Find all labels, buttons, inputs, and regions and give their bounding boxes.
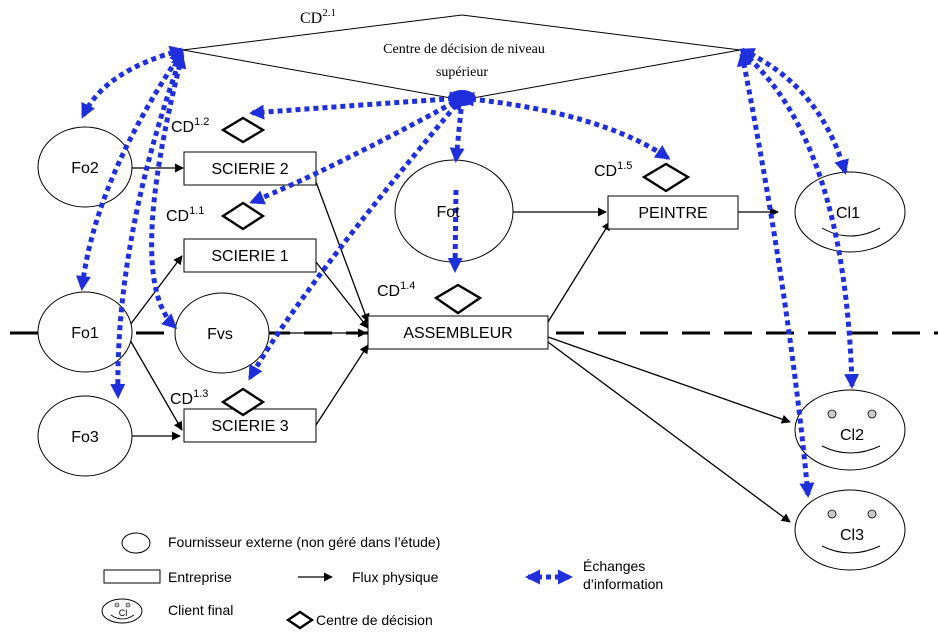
fo2-label: Fo2 xyxy=(71,160,99,177)
legend-info-text-1: Échanges xyxy=(583,558,645,574)
legend-client-text: Client final xyxy=(168,602,233,618)
legend-flow-text: Flux physique xyxy=(352,569,439,585)
cd13-label: CD1.3 xyxy=(170,388,208,408)
legend-client-icon xyxy=(101,598,143,624)
fot-label: Fot xyxy=(436,204,460,221)
legend-supplier-icon xyxy=(121,532,151,554)
fo3-label: Fo3 xyxy=(71,429,99,446)
information-exchanges xyxy=(75,45,860,498)
decision-diamond-cd14 xyxy=(433,283,483,315)
top-center-title-line1: Centre de décision de niveau xyxy=(383,42,545,57)
fvs-label: Fvs xyxy=(207,326,233,343)
scierie1-label: SCIERIE 1 xyxy=(211,248,288,265)
legend-supplier-text: Fournisseur externe (non géré dans l’étu… xyxy=(168,534,440,550)
top-cd-label: CD2.1 xyxy=(300,7,336,27)
cd12-label: CD1.2 xyxy=(171,116,209,136)
scierie3-label: SCIERIE 3 xyxy=(211,418,288,435)
legend-decision-text: Centre de décision xyxy=(316,612,433,628)
cd11-label: CD1.1 xyxy=(166,205,204,225)
legend: Fournisseur externe (non géré dans l’étu… xyxy=(101,532,663,630)
scierie2-label: SCIERIE 2 xyxy=(211,161,288,178)
assembleur-label: ASSEMBLEUR xyxy=(403,325,512,342)
legend-company-text: Entreprise xyxy=(168,569,232,585)
top-center-title-line2: supérieur xyxy=(436,65,488,80)
fo1-label: Fo1 xyxy=(71,325,99,342)
decision-diamond-cd13 xyxy=(220,387,266,417)
cd14-label: CD1.4 xyxy=(377,280,415,300)
cl2-label: Cl2 xyxy=(840,427,864,444)
decision-diamond-cd11 xyxy=(220,201,266,231)
supplier-fo3 xyxy=(37,395,133,477)
legend-decision-icon xyxy=(285,610,315,630)
legend-info-text-2: d’information xyxy=(583,576,663,592)
decision-diamond-cd15 xyxy=(641,162,691,193)
client-cl3 xyxy=(794,489,906,571)
cl1-label: Cl1 xyxy=(836,205,860,222)
legend-client-icon-text: Cl xyxy=(119,608,128,618)
cd15-label: CD1.5 xyxy=(594,160,632,180)
top-decision-center xyxy=(182,14,741,101)
decision-diamond-cd12 xyxy=(220,116,266,144)
cl3-label: Cl3 xyxy=(840,527,864,544)
company-scierie3 xyxy=(183,408,317,443)
legend-company-icon xyxy=(103,569,161,584)
peintre-label: PEINTRE xyxy=(638,205,707,222)
